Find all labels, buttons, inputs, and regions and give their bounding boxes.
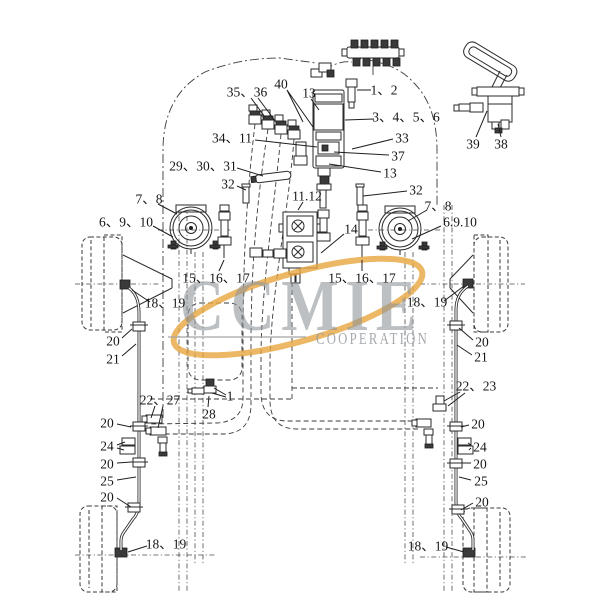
watermark: CCMIE COOPERATION (168, 255, 429, 359)
air-tubes (149, 123, 438, 435)
callout-24-left: 24 (100, 439, 114, 454)
callout-18-19-bottom-right: 18、19 (408, 539, 449, 554)
watermark-brand: CCMIE (180, 265, 423, 346)
main-valve-assembly (241, 62, 365, 206)
fitting-stack-right (355, 204, 370, 258)
pedal-valve (453, 41, 525, 134)
manifold (341, 39, 405, 109)
callout-37: 37 (391, 149, 405, 164)
callout-18-19-top-right: 18、19 (407, 295, 448, 310)
callout-38: 38 (494, 137, 508, 152)
callout-35-36: 35、36 (227, 85, 268, 100)
callout-32-right: 32 (409, 183, 423, 198)
brake-pipe-right (447, 284, 475, 550)
callout-6-9-10-left: 6、9、10 (99, 215, 153, 230)
callout-3-4-5-6: 3、4、5、6 (372, 110, 440, 125)
callout-7-8-left: 7、8 (136, 192, 163, 207)
callout-20-r1: 20 (475, 335, 489, 350)
pipe-clamps-right (447, 320, 467, 515)
junction-right-22-23 (411, 395, 447, 449)
brake-chamber-left (167, 204, 221, 254)
callout-20-l2: 20 (100, 416, 114, 431)
watermark-subtitle: COOPERATION (316, 329, 429, 348)
spring-cylinder (250, 170, 292, 184)
callout-15-16-17-left: 15、16、17 (182, 271, 250, 286)
brake-chamber-right (376, 205, 430, 255)
callout-21-right: 21 (474, 350, 488, 365)
callout-labels: 40 35、36 13 1、2 3、4、5、6 33 37 13 34、11 2… (99, 77, 508, 554)
callout-40: 40 (274, 77, 288, 92)
callout-28: 28 (202, 407, 216, 422)
watermark-swoosh (170, 255, 426, 359)
callout-18-19-bottom-left: 18、19 (146, 537, 187, 552)
callout-13-lower: 13 (383, 166, 397, 181)
hose-fitting-row (248, 104, 301, 140)
callout-24-right: 24 (473, 440, 487, 455)
callout-29-30-31: 29、30、31 (169, 159, 237, 174)
callout-25-right: 25 (474, 474, 488, 489)
callout-22-27: 22、27 (140, 393, 181, 408)
callout-20-l4: 20 (100, 490, 114, 505)
wheel-rear-right (462, 507, 511, 593)
callout-33: 33 (395, 131, 409, 146)
callout-14: 14 (344, 222, 358, 237)
callout-39: 39 (466, 137, 480, 152)
callout-34-11: 34、11 (212, 131, 252, 146)
callout-20-r3: 20 (473, 457, 487, 472)
callout-20-l1: 20 (106, 334, 120, 349)
callout-21-left: 21 (106, 352, 120, 367)
manifold-fittings-bottom (352, 57, 401, 67)
brake-pipe-left (119, 286, 148, 550)
callout-20-r4: 20 (475, 495, 489, 510)
wheel-front-right (449, 234, 509, 333)
callout-18-19-top-left: 18、19 (145, 296, 186, 311)
fitting-1-2 (345, 78, 358, 109)
callout-1-2: 1、2 (371, 83, 398, 98)
junction-left-22-27 (141, 414, 168, 457)
manifold-fittings-top (350, 39, 399, 49)
relay-valve (249, 189, 331, 284)
callout-25-left: 25 (100, 474, 114, 489)
callout-22-23: 22、23 (456, 379, 497, 394)
callout-20-l3: 20 (100, 457, 114, 472)
fitting-stack-left (217, 204, 232, 258)
callout-7-8-right: 7、8 (425, 199, 452, 214)
callout-15-16-17-right: 15、16、17 (328, 271, 396, 286)
wheel-front-left (81, 234, 173, 333)
callout-32-left: 32 (221, 177, 235, 192)
callout-6-9-10-right: 6.9.10 (443, 215, 477, 230)
callout-13-top: 13 (302, 86, 316, 101)
callout-11-12: 11.12 (292, 189, 322, 204)
leader-lines (116, 89, 502, 553)
callout-20-r2: 20 (471, 417, 485, 432)
pipe-clamps-left (125, 321, 148, 513)
callout-1-tank: 1 (227, 389, 234, 404)
